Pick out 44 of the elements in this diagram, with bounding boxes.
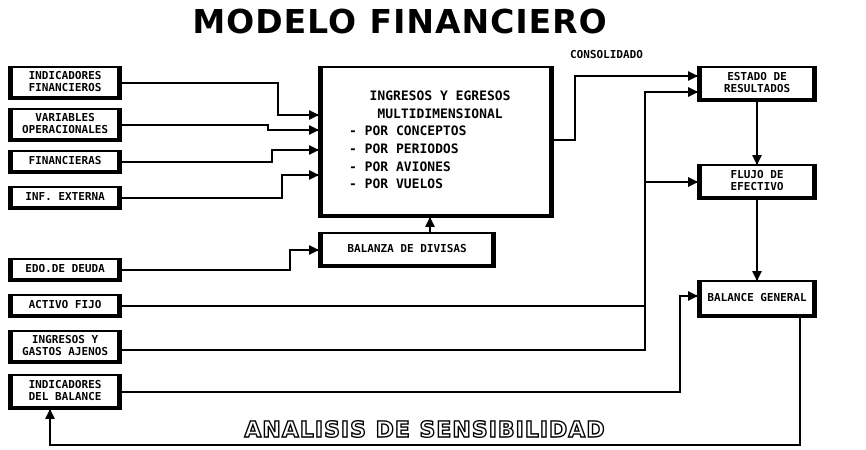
list-item: - POR PERIODOS [349, 141, 459, 159]
box-label: INGRESOS Y GASTOS AJENOS [20, 334, 110, 358]
arrow [122, 291, 698, 393]
box-label: FLUJO DE EFECTIVO [730, 169, 784, 193]
process-box [697, 164, 817, 200]
process-box [8, 330, 122, 364]
arrow [122, 145, 319, 163]
process-box [8, 66, 122, 100]
process-box [8, 374, 122, 410]
list-item: - POR AVIONES [349, 158, 451, 176]
box-label: VARIABLES OPERACIONALES [20, 112, 110, 136]
process-box [8, 294, 122, 318]
edge-label: CONSOLIDADO [568, 48, 645, 61]
process-box [318, 66, 554, 218]
diagram-title: MODELO FINANCIERO [191, 2, 609, 42]
process-box [318, 232, 496, 268]
process-box [8, 150, 122, 174]
arrow [122, 170, 319, 199]
section-heading: ANALISIS DE SENSIBILIDAD [242, 418, 607, 444]
process-box [8, 258, 122, 282]
arrow [45, 318, 801, 446]
box-label: BALANZA DE DIVISAS [347, 243, 467, 255]
arrow [122, 82, 319, 120]
process-box [697, 66, 817, 102]
arrow [554, 71, 698, 141]
arrow [752, 200, 762, 281]
process-box [697, 280, 817, 318]
box-label: INF. EXTERNA [25, 191, 105, 203]
process-box [8, 186, 122, 210]
arrow [425, 217, 435, 232]
box-label: ACTIVO FIJO [28, 299, 102, 311]
box-label: INDICADORES DEL BALANCE [28, 379, 102, 403]
arrow [752, 102, 762, 165]
box-label: ESTADO DE RESULTADOS [722, 71, 792, 95]
box-label: INDICADORES FINANCIEROS [28, 70, 102, 94]
box-label: FINANCIERAS [28, 155, 102, 167]
arrow [122, 124, 319, 135]
list-item: - POR CONCEPTOS [349, 123, 466, 141]
list-item: - POR VUELOS [349, 176, 443, 194]
box-label: BALANCE GENERAL [707, 292, 807, 304]
arrow [122, 245, 319, 271]
box-heading: INGRESOS Y EGRESOS MULTIDIMENSIONAL [368, 88, 512, 124]
box-label: EDO.DE DEUDA [25, 263, 105, 275]
process-box [8, 108, 122, 142]
